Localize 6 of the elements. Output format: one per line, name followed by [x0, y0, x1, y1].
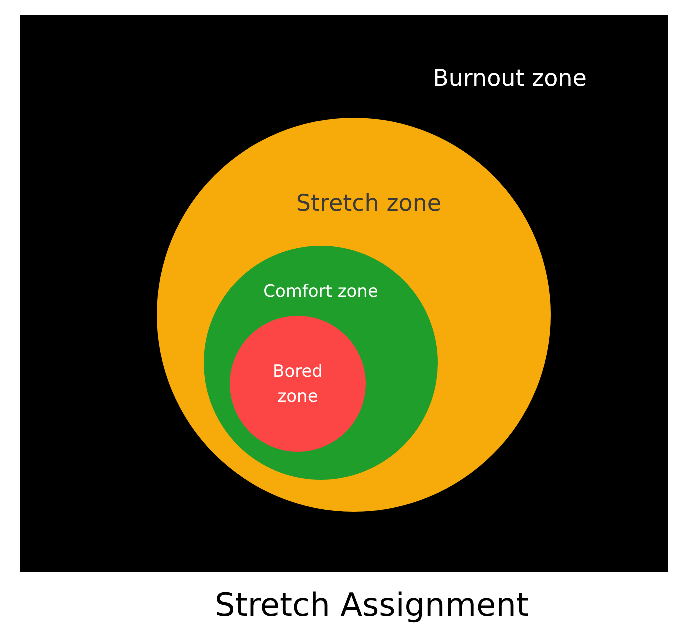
- zone-label: Stretch zone: [295, 190, 443, 219]
- caption: Stretch Assignment: [214, 586, 530, 624]
- zone-label: Burnout zone: [432, 65, 588, 94]
- zone-label: Comfort zone: [262, 281, 380, 304]
- zone-label: Bored zone: [272, 361, 324, 409]
- zone-panel: [20, 15, 668, 572]
